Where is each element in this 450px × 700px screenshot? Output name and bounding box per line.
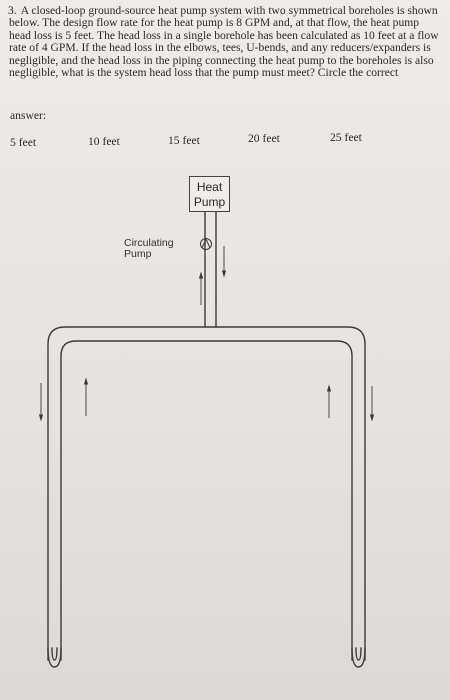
- flow-arrows: [38, 246, 375, 422]
- arrow-up-icon: [83, 377, 89, 416]
- header-inner-pipe: [60, 340, 353, 661]
- arrow-up-icon: [198, 271, 204, 305]
- circulating-pump-label-line2: Pump: [124, 248, 152, 260]
- left-u-bend: [47, 647, 62, 668]
- heat-pump-label-line2: Pump: [193, 195, 226, 209]
- question-body: A closed-loop ground-source heat pump sy…: [9, 4, 439, 80]
- circulating-pump-label-line1: Circulating: [124, 237, 174, 249]
- arrow-down-icon: [369, 386, 375, 422]
- heat-pump-label-line1: Heat: [196, 180, 223, 194]
- arrow-down-icon: [221, 246, 227, 278]
- answer-label: answer:: [10, 109, 47, 122]
- option-25-feet[interactable]: 25 feet: [330, 131, 362, 144]
- left-u-bend-inner: [51, 647, 58, 661]
- arrow-up-icon: [326, 384, 332, 418]
- question-text: 3.A closed-loop ground-source heat pump …: [8, 4, 443, 80]
- option-10-feet[interactable]: 10 feet: [88, 135, 120, 148]
- option-15-feet[interactable]: 15 feet: [168, 134, 200, 147]
- question-number: 3.: [8, 4, 17, 17]
- option-5-feet[interactable]: 5 feet: [10, 136, 37, 149]
- circulating-pump-icon: [200, 237, 212, 250]
- circulating-pump-label: Circulating Pump: [124, 238, 174, 260]
- arrow-down-icon: [38, 383, 44, 422]
- right-u-bend-inner: [355, 647, 362, 661]
- header-outer-pipe: [47, 326, 366, 661]
- heat-pump-box: Heat Pump: [189, 176, 230, 212]
- option-20-feet[interactable]: 20 feet: [248, 132, 280, 145]
- right-u-bend: [351, 647, 366, 668]
